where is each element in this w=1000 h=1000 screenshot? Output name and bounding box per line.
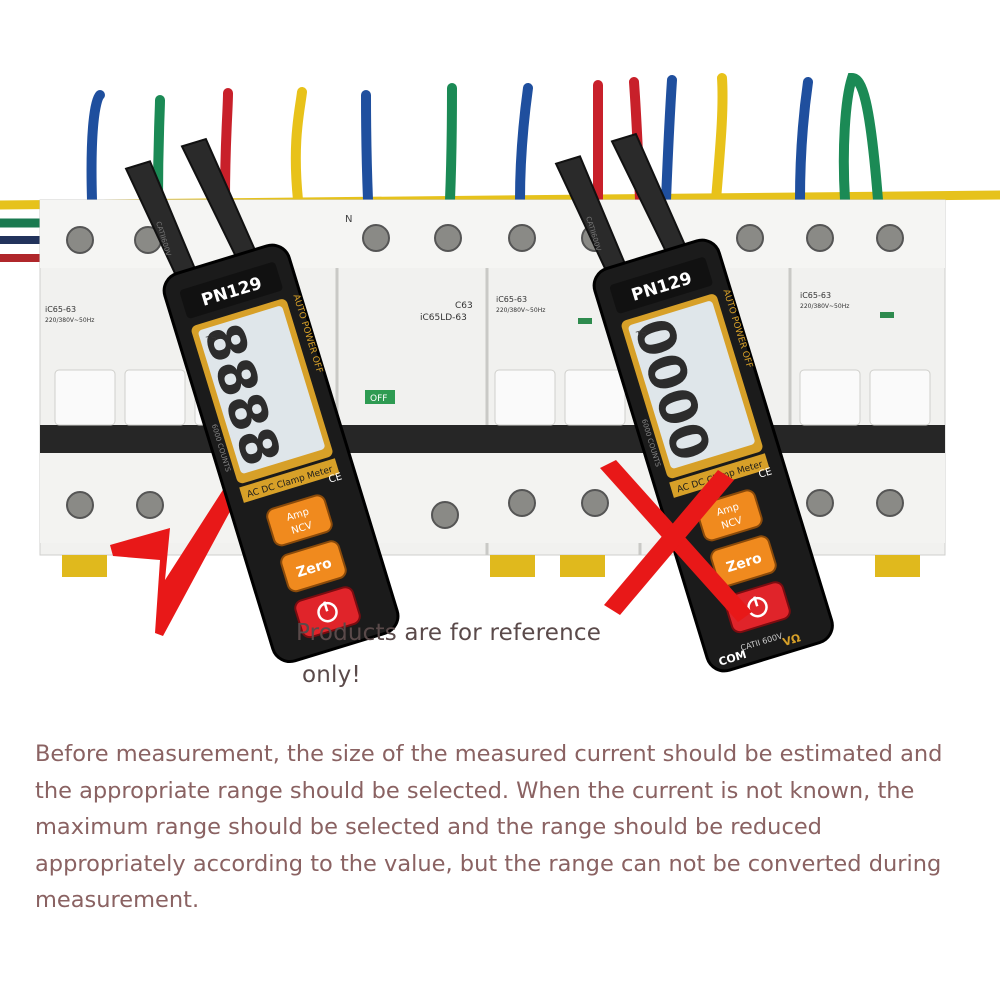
clamp-meter-left: PN129 8888 TS AUTO POWER OFF 6000 COUNTS…	[124, 137, 400, 664]
meter-right-v-label: VΩ	[781, 631, 803, 649]
meter-left-power-button[interactable]	[293, 585, 361, 639]
meter-left-zero-button[interactable]	[279, 539, 347, 593]
product-photo: iC65-63 220/380V~50Hz C63 iC65LD-63 N OF…	[0, 72, 1000, 673]
meter-right-power-button[interactable]	[723, 580, 791, 634]
meter-left-lcd-hint: TS	[204, 333, 217, 345]
breaker-label-2-model: C63	[455, 301, 473, 311]
reference-caption: Products are for reference only!	[296, 612, 636, 696]
meter-left-ce: CE	[327, 471, 343, 485]
breaker-label-1-model: iC65-63	[45, 305, 76, 314]
measurement-description: Before measurement, the size of the meas…	[35, 741, 943, 913]
breaker-neutral-label: N	[345, 214, 352, 225]
meter-right-lcd-hint: TS	[634, 328, 647, 340]
breaker-off-label: OFF	[370, 394, 387, 404]
breaker-label-4-model: iC65-63	[800, 291, 831, 300]
breaker-label-1-spec: 220/380V~50Hz	[45, 317, 94, 324]
cross-mark-icon	[600, 460, 752, 622]
breaker-label-3-spec: 220/380V~50Hz	[496, 307, 545, 314]
meter-right-zero-button[interactable]	[709, 534, 777, 588]
clamp-meter-right: PN129 0000 TS AUTO POWER OFF 6000 COUNTS…	[554, 132, 834, 673]
breaker-label-3-model: iC65-63	[496, 295, 527, 304]
reference-caption-line1: Products are for reference	[296, 620, 602, 646]
breaker-label-4-spec: 220/380V~50Hz	[800, 303, 849, 310]
meter-left-amp-button[interactable]	[265, 493, 333, 547]
reference-caption-line2: only!	[302, 662, 361, 688]
breaker-label-2-spec: iC65LD-63	[420, 313, 467, 323]
meter-right-ce: CE	[757, 466, 773, 480]
